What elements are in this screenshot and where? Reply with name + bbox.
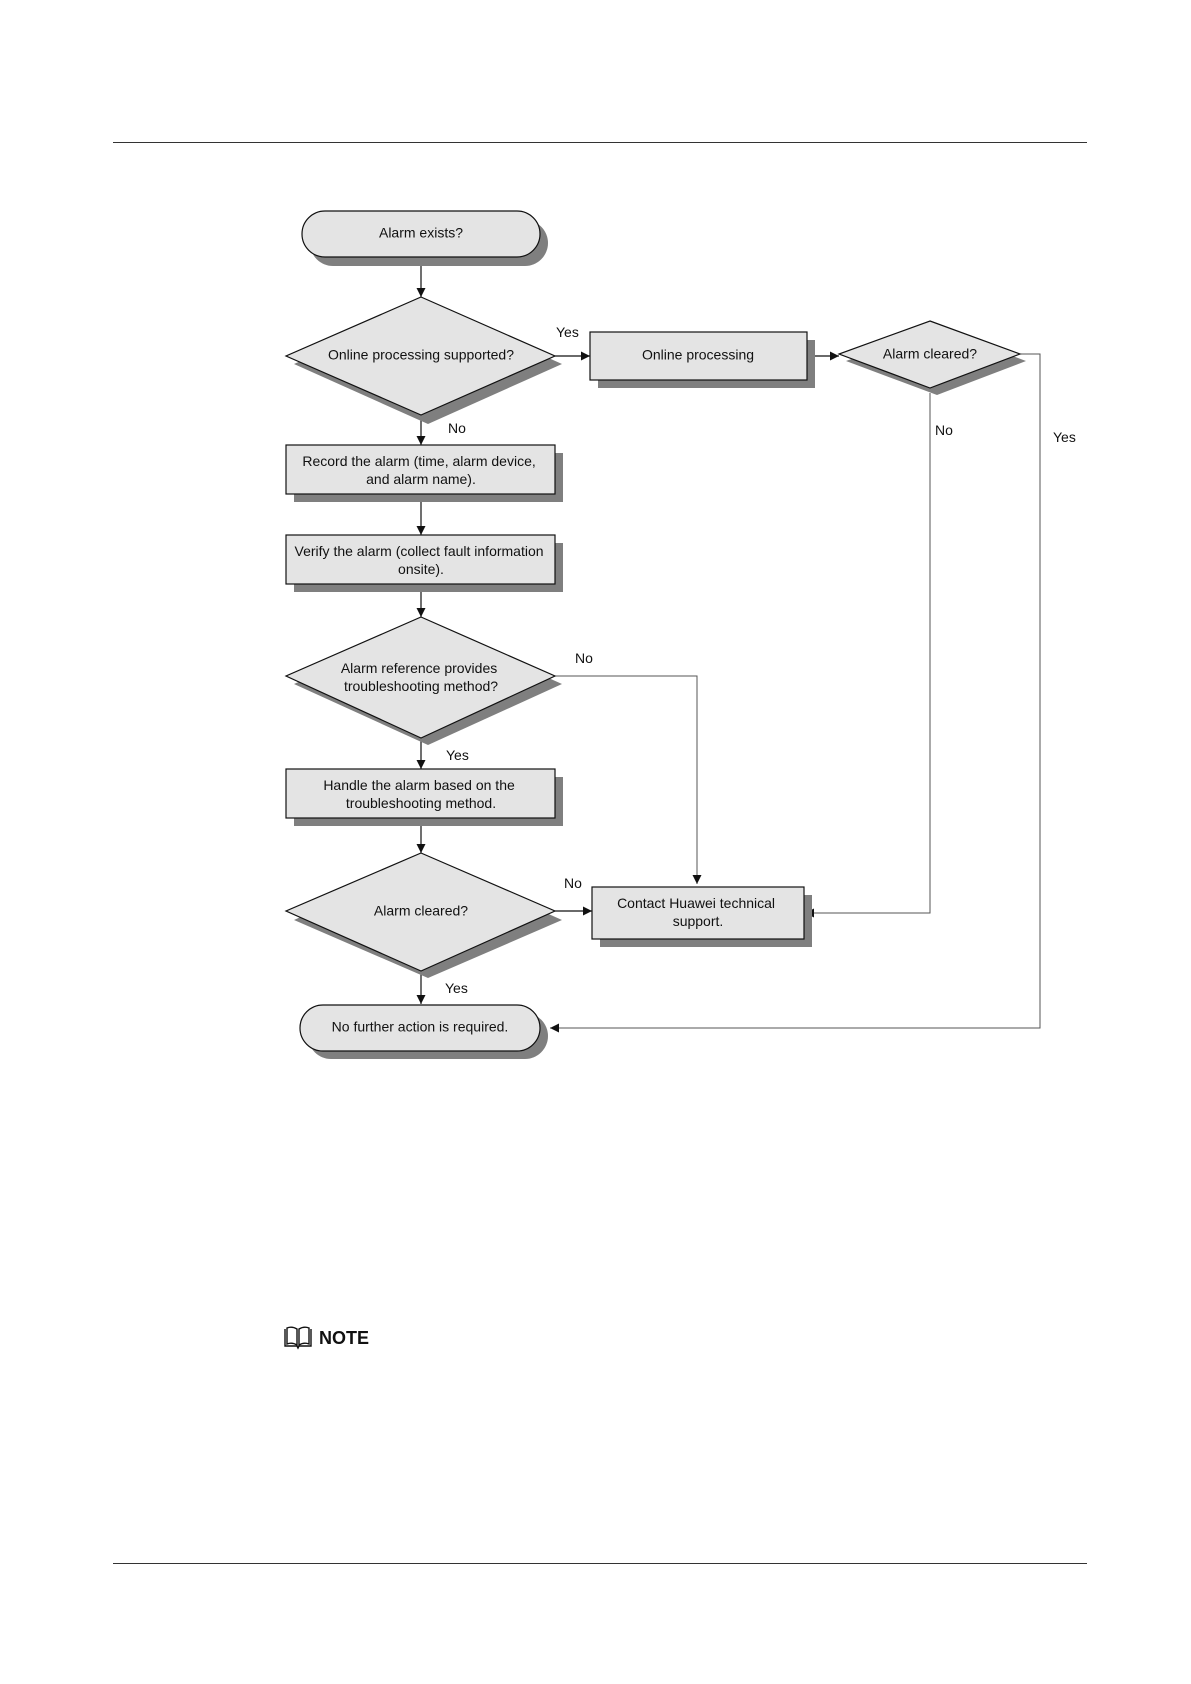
node-end-label: No further action is required. — [332, 1019, 509, 1035]
node-record: Record the alarm (time, alarm device, an… — [285, 444, 563, 502]
edge-online-cleared-no — [805, 393, 931, 918]
svg-text:Alarm reference provides: Alarm reference provides troubleshooting… — [341, 660, 501, 694]
svg-text:Verify the alarm (collect faul: Verify the alarm (collect fault informat… — [295, 543, 548, 577]
node-end: No further action is required. — [299, 1004, 548, 1059]
svg-text:Record the alarm (time, alarm: Record the alarm (time, alarm device, an… — [302, 453, 539, 487]
node-verify-line-1: Verify the alarm (collect fault informat… — [295, 543, 544, 559]
node-contact-line-1: Contact Huawei technical — [617, 895, 775, 911]
header-rule — [113, 142, 1087, 143]
node-record-line-1: Record the alarm (time, alarm device, — [302, 453, 535, 469]
node-record-line-2: and alarm name). — [366, 471, 476, 487]
node-online-processing: Online processing — [589, 331, 815, 388]
edge-reference-no — [555, 675, 702, 884]
node-contact: Contact Huawei technical support. — [591, 886, 812, 947]
node-contact-line-2: support. — [673, 913, 724, 929]
note-heading: NOTE — [283, 1326, 369, 1350]
node-online-cleared: Alarm cleared? — [837, 320, 1026, 395]
node-online-cleared-label: Alarm cleared? — [883, 346, 977, 362]
edge-labels: Yes No No Yes No Yes No Yes — [445, 324, 1076, 996]
node-online-supported-label: Online processing supported? — [328, 347, 514, 363]
node-cleared-label: Alarm cleared? — [374, 903, 468, 919]
node-online-processing-label: Online processing — [642, 347, 754, 363]
footer-rule — [113, 1563, 1087, 1564]
label-reference-yes: Yes — [446, 747, 469, 763]
node-reference-line-2: troubleshooting method? — [344, 678, 498, 694]
label-online-no: No — [448, 420, 466, 436]
node-start-label: Alarm exists? — [379, 225, 463, 241]
node-handle-line-2: troubleshooting method. — [346, 795, 496, 811]
note-label: NOTE — [319, 1327, 370, 1348]
node-reference: Alarm reference provides troubleshooting… — [284, 616, 562, 745]
edge-online-cleared-yes — [550, 353, 1041, 1033]
svg-text:Contact Huawei technical: Contact Huawei technical support. — [617, 895, 779, 929]
svg-text:Handle the alarm based on the: Handle the alarm based on the troublesho… — [323, 777, 518, 811]
book-icon — [284, 1326, 312, 1350]
node-verify: Verify the alarm (collect fault informat… — [285, 534, 563, 592]
node-verify-line-2: onsite). — [398, 561, 444, 577]
node-handle-line-1: Handle the alarm based on the — [323, 777, 515, 793]
node-reference-line-1: Alarm reference provides — [341, 660, 497, 676]
label-online-cleared-no: No — [935, 422, 953, 438]
long-connectors — [550, 353, 1041, 1033]
node-cleared: Alarm cleared? — [284, 852, 562, 978]
node-start: Alarm exists? — [301, 210, 548, 266]
label-online-yes: Yes — [556, 324, 579, 340]
node-handle: Handle the alarm based on the troublesho… — [285, 768, 563, 826]
label-reference-no: No — [575, 650, 593, 666]
label-online-cleared-yes: Yes — [1053, 429, 1076, 445]
label-cleared-yes: Yes — [445, 980, 468, 996]
label-cleared-no: No — [564, 875, 582, 891]
alarm-handling-flowchart: Alarm exists? Online processing supporte… — [284, 210, 1076, 1059]
node-online-supported: Online processing supported? — [284, 296, 562, 424]
